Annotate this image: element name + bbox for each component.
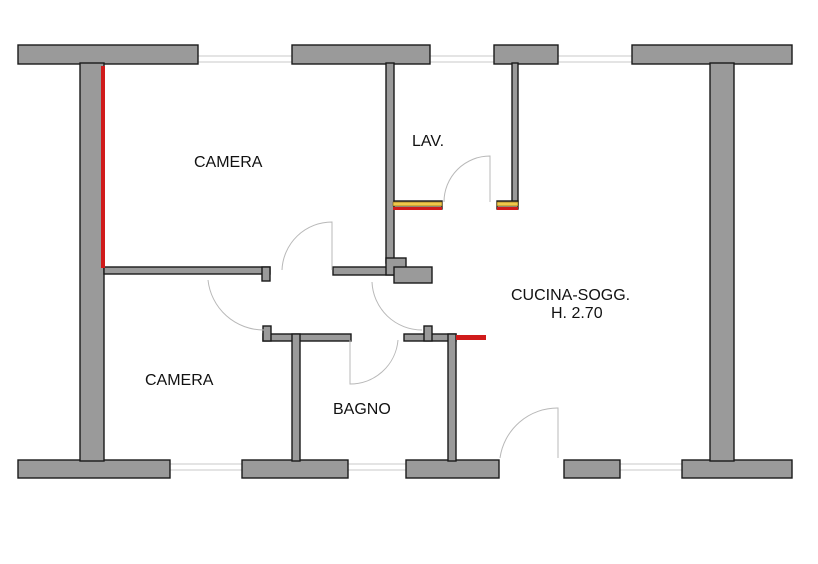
- red-strip-lav: [393, 207, 442, 210]
- left-pier: [79, 62, 105, 462]
- wall-bagno-top-left-stub: [262, 325, 272, 342]
- red-strip-cucina: [456, 335, 486, 340]
- red-wall-strip-camera: [101, 66, 105, 268]
- label-bagno: BAGNO: [333, 401, 391, 418]
- wall-divider-cucina-stub: [393, 266, 433, 284]
- label-camera-top: CAMERA: [194, 154, 263, 171]
- wall-bagno-top-right-stub: [423, 325, 433, 342]
- label-cucina-height: H. 2.70: [551, 305, 603, 322]
- bottom-wall-segment-5: [681, 459, 793, 479]
- door-arc-camera-bottom: [207, 279, 265, 331]
- wall-accents: [101, 66, 519, 340]
- label-lav: LAV.: [412, 133, 444, 150]
- bottom-wall-segment-1: [17, 459, 171, 479]
- room-labels: CAMERA LAV. CUCINA-SOGG. H. 2.70 CAMERA …: [145, 133, 630, 418]
- wall-lav-right: [511, 62, 519, 206]
- label-camera-bottom: CAMERA: [145, 372, 214, 389]
- wall-bagno-right: [447, 333, 457, 462]
- top-wall-segment-4: [631, 44, 793, 65]
- interior-walls: [103, 62, 519, 462]
- bottom-wall-segment-2: [241, 459, 349, 479]
- door-arc-cucina: [371, 281, 423, 331]
- top-wall-segment-1: [17, 44, 199, 65]
- label-cucina: CUCINA-SOGG.: [511, 287, 630, 304]
- yellow-strip-lav-right: [496, 201, 519, 207]
- wall-bagno-left: [291, 333, 301, 462]
- window-openings: [170, 55, 682, 471]
- door-arc-lav: [443, 155, 491, 203]
- door-swings: [207, 155, 559, 459]
- red-strip-lav-right: [497, 207, 518, 210]
- wall-cameras-divider-left-stub: [261, 266, 271, 282]
- wall-camera-lav: [385, 62, 395, 264]
- top-wall-segment-2: [291, 44, 431, 65]
- wall-bagno-top-left: [262, 333, 352, 342]
- door-arc-entrance: [499, 407, 559, 459]
- top-wall-segment-3: [493, 44, 559, 65]
- door-arc-camera-top: [281, 221, 333, 271]
- door-arc-bagno: [349, 339, 399, 385]
- bottom-wall-segment-4: [563, 459, 621, 479]
- exterior-walls: [17, 44, 793, 479]
- wall-cameras-divider-left: [103, 266, 271, 275]
- right-pier: [709, 62, 735, 462]
- yellow-strip-lav: [392, 201, 443, 207]
- bottom-wall-segment-3: [405, 459, 500, 479]
